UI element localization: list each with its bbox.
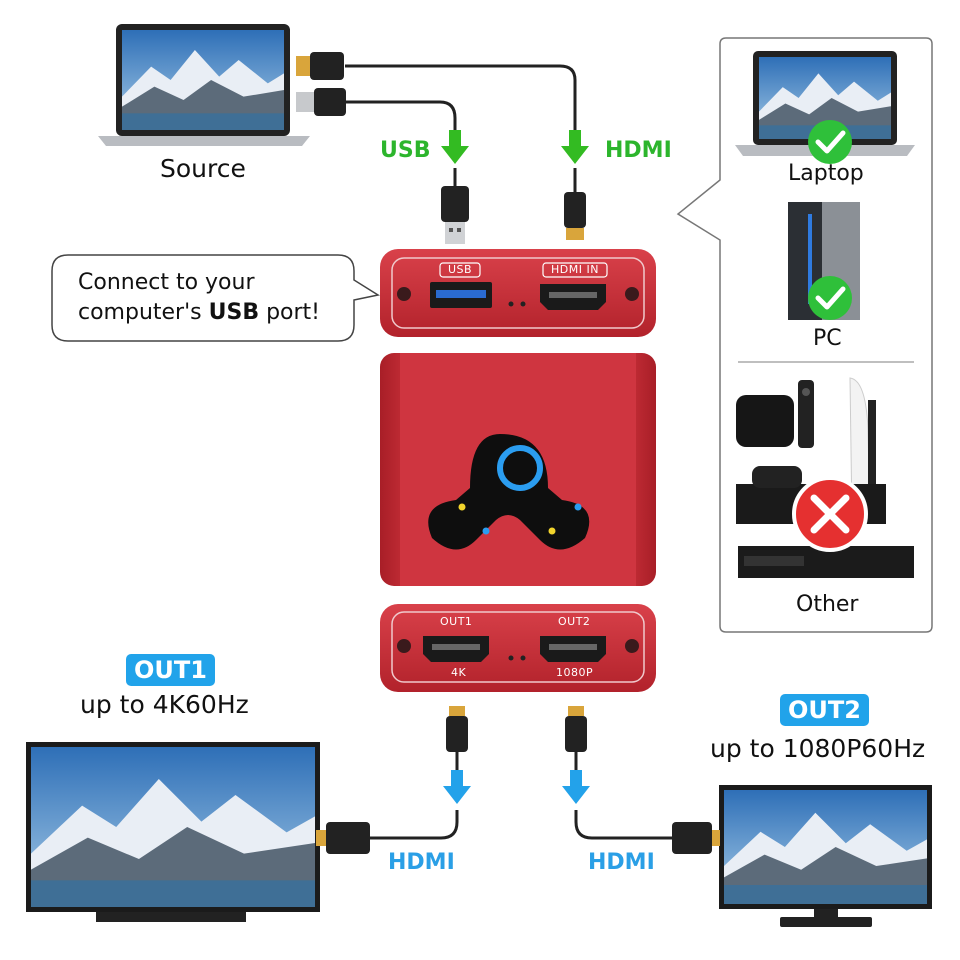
out2-cable-label: HDMI: [588, 850, 655, 875]
usb-green-arrow: [441, 130, 469, 164]
hdmi-plug-device: [564, 192, 586, 240]
out1-port-label: OUT1: [440, 615, 473, 628]
tv-out2: [672, 785, 932, 927]
out1-plug: [446, 706, 468, 752]
hdmi-green-arrow: [561, 130, 589, 164]
out1-res-label: 4K: [451, 666, 467, 679]
callout-line2: computer's USB port!: [78, 300, 321, 325]
out2-desc: up to 1080P60Hz: [710, 734, 926, 763]
hdmi-input-label: HDMI: [605, 138, 672, 163]
out1-blue-arrow: [443, 770, 471, 804]
out1-badge: OUT1: [126, 654, 215, 686]
pc-label: PC: [813, 326, 842, 351]
out2-plug: [565, 706, 587, 752]
out2-blue-arrow: [562, 770, 590, 804]
laptop-check-icon: [808, 120, 852, 164]
tv-out1: [26, 742, 370, 922]
device-input-panel: [380, 249, 656, 337]
pc-check-icon: [808, 276, 852, 320]
usb-port-label: USB: [447, 263, 473, 276]
usb-plug-device: [441, 186, 469, 244]
out1-desc: up to 4K60Hz: [80, 690, 249, 719]
device-output-panel: [380, 604, 656, 692]
usb-input-label: USB: [380, 138, 431, 163]
out2-port-label: OUT2: [558, 615, 591, 628]
out1-cable-label: HDMI: [388, 850, 455, 875]
hdmi-plug-source: [296, 52, 344, 80]
other-label: Other: [796, 592, 859, 617]
laptop-label: Laptop: [788, 161, 864, 186]
out2-res-label: 1080P: [556, 666, 594, 679]
callout-line1: Connect to your: [78, 270, 255, 295]
device-body: [380, 353, 656, 586]
usb-callout-bubble: [51, 254, 380, 342]
source-laptop: [98, 24, 310, 146]
other-cross-icon: [792, 476, 868, 552]
usb-plug-source: [296, 88, 346, 116]
out2-badge: OUT2: [780, 694, 869, 726]
output-cables: [370, 752, 672, 840]
hdmi-in-port-label: HDMI IN: [551, 263, 599, 276]
source-label: Source: [160, 154, 246, 183]
